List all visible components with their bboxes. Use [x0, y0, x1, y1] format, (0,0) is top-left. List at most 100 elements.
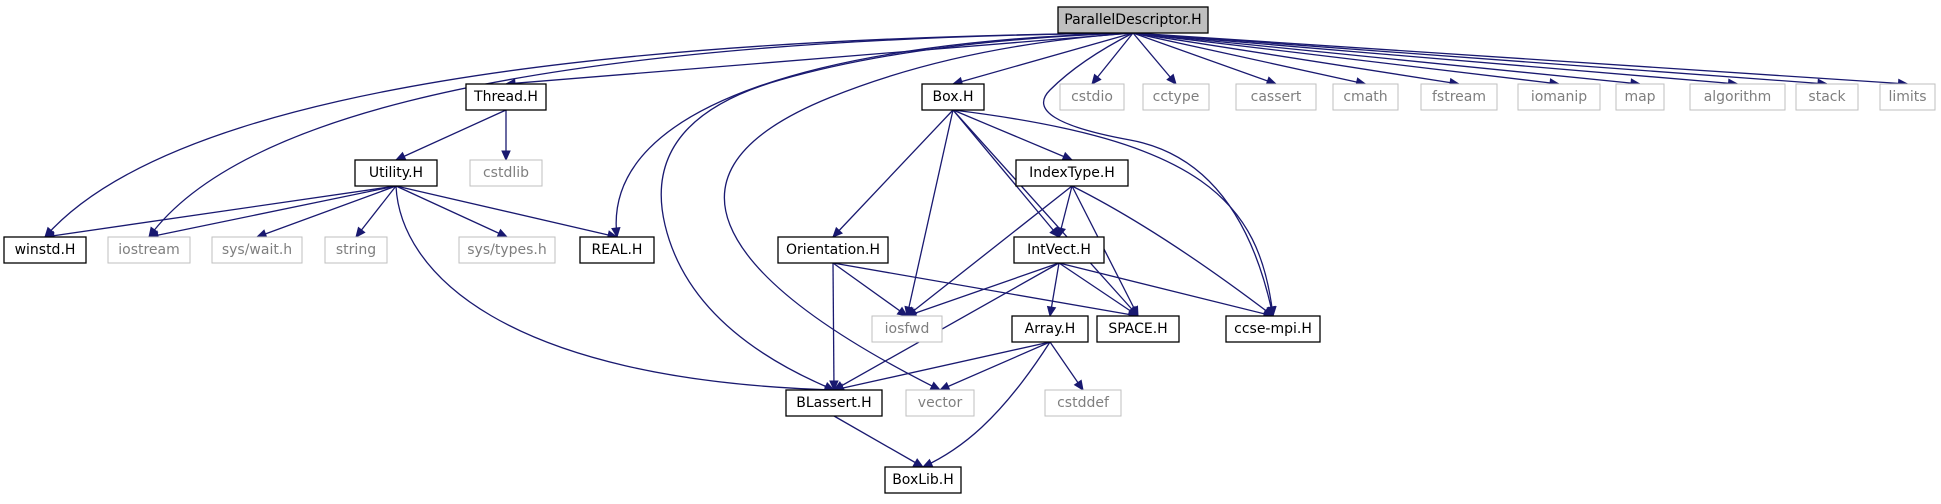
arrowhead: [1061, 151, 1074, 161]
edge-utility-to-syswait: [255, 185, 397, 239]
node-label: BoxLib.H: [892, 472, 954, 488]
node-box: [469, 159, 543, 187]
edge-line: [832, 109, 954, 238]
arrowhead: [938, 381, 951, 391]
node-box: [1235, 83, 1317, 111]
node-intvect[interactable]: IntVect.H: [1013, 236, 1105, 264]
node-arrayh[interactable]: Array.H: [1011, 315, 1089, 343]
node-box: [884, 466, 962, 494]
edge-box-to-ccsempi: [952, 109, 1277, 318]
arrowhead: [501, 150, 511, 162]
node-algorithm: algorithm: [1689, 83, 1786, 111]
node-box: [1096, 315, 1180, 343]
node-systypes: sys/types.h: [458, 236, 556, 264]
node-box: [1057, 6, 1209, 34]
node-label: iomanip: [1531, 89, 1587, 105]
edge-paralleldescriptor-to-algorithm: [1132, 32, 1739, 88]
edge-line: [1049, 341, 1084, 391]
node-blassert[interactable]: BLassert.H: [785, 389, 883, 417]
node-label: string: [336, 242, 376, 258]
edge-paralleldescriptor-to-cassert: [1132, 32, 1278, 86]
node-box: [1013, 236, 1105, 264]
node-box[interactable]: Box.H: [921, 83, 985, 111]
edge-line: [906, 262, 1060, 317]
node-label: algorithm: [1704, 89, 1772, 105]
node-label: cstdlib: [483, 165, 529, 181]
arrowhead: [394, 151, 407, 161]
node-iostream: iostream: [107, 236, 191, 264]
edge-line: [906, 185, 1073, 317]
node-thread[interactable]: Thread.H: [465, 83, 547, 111]
arrowhead: [1073, 379, 1084, 392]
node-label: sys/types.h: [467, 242, 546, 258]
node-orientation[interactable]: Orientation.H: [777, 236, 889, 264]
node-cstddef: cstddef: [1044, 389, 1122, 417]
edge-line: [1071, 185, 1274, 317]
edge-line: [1091, 32, 1134, 85]
node-syswait: sys/wait.h: [211, 236, 303, 264]
edge-line: [833, 262, 1060, 391]
edge-line: [1132, 32, 1828, 85]
node-boxlib[interactable]: BoxLib.H: [884, 466, 962, 494]
node-label: cstdio: [1071, 89, 1113, 105]
node-cassert: cassert: [1235, 83, 1317, 111]
edge-intvect-to-iosfwd: [905, 262, 1060, 318]
node-limits: limits: [1879, 83, 1936, 111]
node-label: cassert: [1251, 89, 1302, 105]
edge-intvect-to-arrayh: [1046, 262, 1060, 318]
node-label: cmath: [1343, 89, 1387, 105]
edge-box-to-orientation: [832, 109, 954, 238]
edge-line: [1132, 32, 1738, 85]
node-ccsempi[interactable]: ccse-mpi.H: [1225, 315, 1321, 343]
edge-line: [832, 262, 908, 317]
node-real[interactable]: REAL.H: [579, 236, 655, 264]
edge-thread-to-utility: [394, 109, 507, 161]
node-paralleldescriptor[interactable]: ParallelDescriptor.H: [1057, 6, 1209, 34]
edge-line: [922, 341, 1051, 468]
arrowhead: [929, 381, 942, 391]
edge-line: [906, 109, 954, 317]
node-cstdio: cstdio: [1059, 83, 1125, 111]
arrowhead: [912, 458, 925, 468]
edge-line: [148, 185, 397, 238]
node-label: iosfwd: [885, 321, 930, 337]
node-label: IndexType.H: [1029, 165, 1115, 181]
node-utility[interactable]: Utility.H: [354, 159, 438, 187]
edge-line: [832, 262, 835, 391]
edge-utility-to-string: [355, 185, 397, 238]
edge-line: [1132, 32, 1560, 85]
node-box: [1332, 83, 1399, 111]
edge-utility-to-winstd: [43, 185, 397, 241]
node-box: [1615, 83, 1665, 111]
node-label: map: [1624, 89, 1655, 105]
node-label: ParallelDescriptor.H: [1064, 12, 1201, 28]
node-box: [465, 83, 547, 111]
node-cmath: cmath: [1332, 83, 1399, 111]
node-label: IntVect.H: [1027, 242, 1091, 258]
node-label: REAL.H: [592, 242, 643, 258]
node-box: [1059, 83, 1125, 111]
edge-line: [395, 185, 508, 238]
node-box: [1015, 159, 1129, 187]
edge-utility-to-systypes: [395, 185, 509, 238]
node-space[interactable]: SPACE.H: [1096, 315, 1180, 343]
edge-layer: [43, 32, 1909, 468]
node-label: BLassert.H: [796, 395, 871, 411]
edge-line: [1058, 262, 1274, 317]
node-box: [1225, 315, 1321, 343]
edge-paralleldescriptor-to-fstream: [1132, 32, 1461, 88]
node-winstd[interactable]: winstd.H: [3, 236, 87, 264]
edge-paralleldescriptor-to-winstd: [44, 32, 1134, 238]
arrowhead: [1046, 305, 1057, 318]
node-indextype[interactable]: IndexType.H: [1015, 159, 1129, 187]
edge-blassert-to-boxlib: [833, 415, 925, 468]
arrowhead: [921, 458, 934, 468]
edge-box-to-space: [952, 109, 1139, 317]
node-box: [458, 236, 556, 264]
edge-line: [395, 109, 507, 161]
node-box: [579, 236, 655, 264]
edge-intvect-to-ccsempi: [1058, 262, 1275, 319]
node-box: [1879, 83, 1936, 111]
edge-box-to-intvect: [952, 109, 1060, 238]
arrowhead: [896, 306, 909, 317]
